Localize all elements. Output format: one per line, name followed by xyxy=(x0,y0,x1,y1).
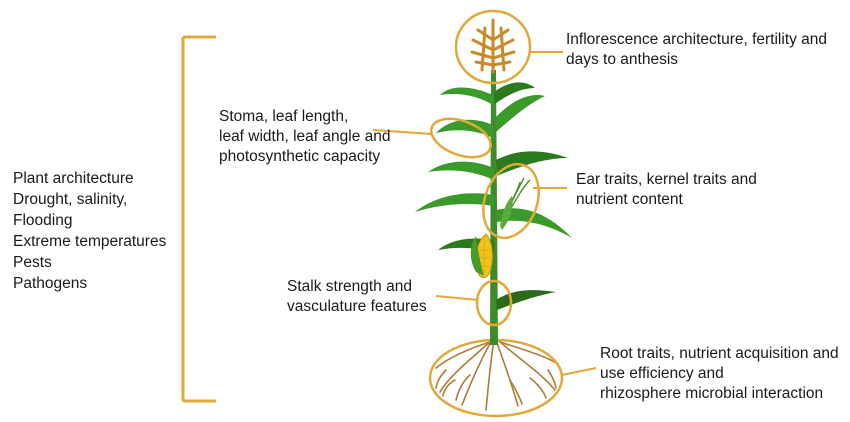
stoma-label: Stoma, leaf length, leaf width, leaf ang… xyxy=(219,107,390,167)
stalk-label: Stalk strength and vasculature features xyxy=(287,277,427,317)
left-bracket xyxy=(183,37,216,401)
root-label: Root traits, nutrient acquisition and us… xyxy=(600,344,839,404)
list-item: Pests xyxy=(13,252,166,273)
stoma-leaf-ellipse xyxy=(426,111,496,164)
list-item: Drought, salinity, xyxy=(13,189,166,210)
list-item: Flooding xyxy=(13,210,166,231)
inflorescence-label: Inflorescence architecture, fertility an… xyxy=(566,30,827,70)
list-item: Plant architecture xyxy=(13,168,166,189)
stress-factors-list: Plant architecture Drought, salinity, Fl… xyxy=(13,168,166,294)
tassel-illustration xyxy=(472,20,514,72)
list-item: Pathogens xyxy=(13,273,166,294)
ear-label: Ear traits, kernel traits and nutrient c… xyxy=(576,170,757,210)
list-item: Extreme temperatures xyxy=(13,231,166,252)
corn-cob-illustration xyxy=(471,234,493,278)
